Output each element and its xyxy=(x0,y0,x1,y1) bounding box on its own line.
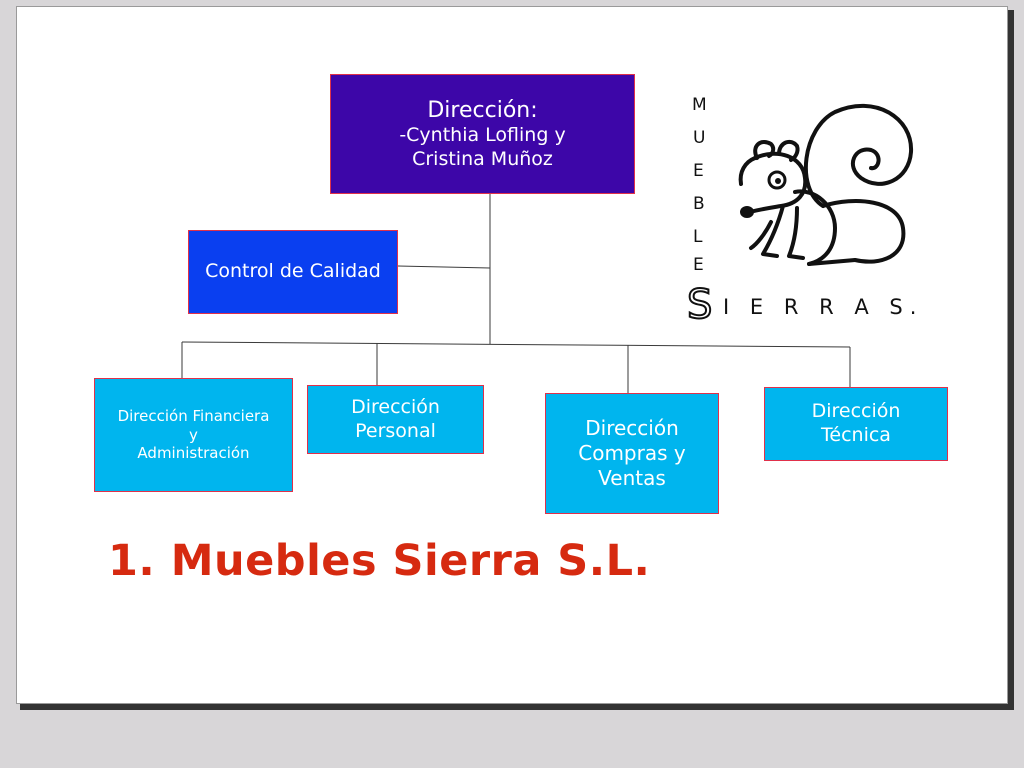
connector-calidad xyxy=(397,265,491,269)
direccion-personal-box: Dirección Personal xyxy=(307,385,484,454)
direccion-compras-line2: Compras y xyxy=(578,441,686,465)
slide-title: 1. Muebles Sierra S.L. xyxy=(108,536,651,586)
direccion-general-names-2: Cristina Muñoz xyxy=(412,147,553,170)
direccion-compras-box: Dirección Compras y Ventas xyxy=(545,393,719,514)
muebles-sierra-logo: M U E B L E S I E R R A S.L. xyxy=(686,95,925,328)
direccion-general-box: Dirección: -Cynthia Lofling y Cristina M… xyxy=(330,74,635,194)
logo-bottom-text: I E R R A S.L. xyxy=(723,295,925,319)
direccion-financiera-box: Dirección Financiera y Administración xyxy=(94,378,293,492)
squirrel-icon xyxy=(738,103,914,266)
control-calidad-label: Control de Calidad xyxy=(205,260,381,283)
logo-letter-u: U xyxy=(693,128,705,148)
direccion-tecnica-line1: Dirección xyxy=(811,400,901,423)
direccion-personal-line2: Personal xyxy=(355,419,436,442)
logo-letter-e2: E xyxy=(693,255,704,275)
control-calidad-box: Control de Calidad xyxy=(188,230,398,314)
connector-horizontal xyxy=(181,341,851,348)
logo-letter-e1: E xyxy=(693,161,704,181)
squirrel-eye xyxy=(767,170,787,190)
direccion-tecnica-line2: Técnica xyxy=(821,424,891,446)
direccion-financiera-line1: Dirección Financiera xyxy=(117,406,270,425)
logo-big-s: S xyxy=(687,282,712,328)
direccion-general-title: Dirección: xyxy=(427,97,538,123)
direccion-financiera-line2: y xyxy=(189,425,198,444)
direccion-financiera-line3: Administración xyxy=(137,444,250,463)
direccion-compras-line1: Dirección xyxy=(585,416,679,440)
logo-letter-b: B xyxy=(693,194,705,214)
squirrel-nose xyxy=(740,206,754,218)
direccion-general-names-1: -Cynthia Lofling y xyxy=(399,124,566,146)
direccion-compras-line3: Ventas xyxy=(598,466,666,490)
direccion-personal-line1: Dirección xyxy=(351,396,440,418)
logo-letter-m: M xyxy=(692,95,707,115)
logo-letter-l: L xyxy=(693,227,703,247)
squirrel-pupil xyxy=(775,178,781,184)
direccion-tecnica-box: Dirección Técnica xyxy=(764,387,948,461)
